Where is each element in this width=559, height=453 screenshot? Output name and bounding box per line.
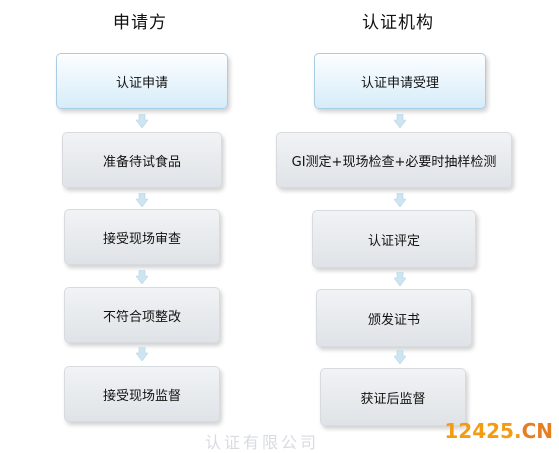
right-step-1: 认证申请受理 <box>314 53 486 109</box>
right-column-title: 认证机构 <box>362 13 434 33</box>
left-column-title: 申请方 <box>113 13 167 33</box>
watermark-text: 认证有限公司 <box>205 433 320 452</box>
right-step-3: 认证评定 <box>312 210 476 268</box>
right-step-4: 颁发证书 <box>316 289 472 347</box>
right-step-2: GI测定+现场检查+必要时抽样检测 <box>276 132 512 188</box>
left-step-4: 不符合项整改 <box>64 287 220 343</box>
left-step-3: 接受现场审查 <box>64 209 220 265</box>
left-step-1: 认证申请 <box>56 53 228 109</box>
arrow-down-icon <box>394 114 406 128</box>
left-step-2: 准备待试食品 <box>62 132 222 188</box>
arrow-down-icon <box>136 270 148 284</box>
logo-dot: . <box>513 419 522 443</box>
arrow-down-icon <box>136 114 148 128</box>
arrow-down-icon <box>136 193 148 207</box>
logo-number: 12425 <box>444 419 514 443</box>
arrow-down-icon <box>136 347 148 361</box>
arrow-down-icon <box>394 272 406 286</box>
site-logo: 12425.CN <box>444 419 553 443</box>
logo-suffix: CN <box>521 419 553 443</box>
arrow-down-icon <box>394 193 406 207</box>
right-step-5: 获证后监督 <box>320 368 466 426</box>
left-step-5: 接受现场监督 <box>64 366 220 422</box>
arrow-down-icon <box>394 350 406 364</box>
